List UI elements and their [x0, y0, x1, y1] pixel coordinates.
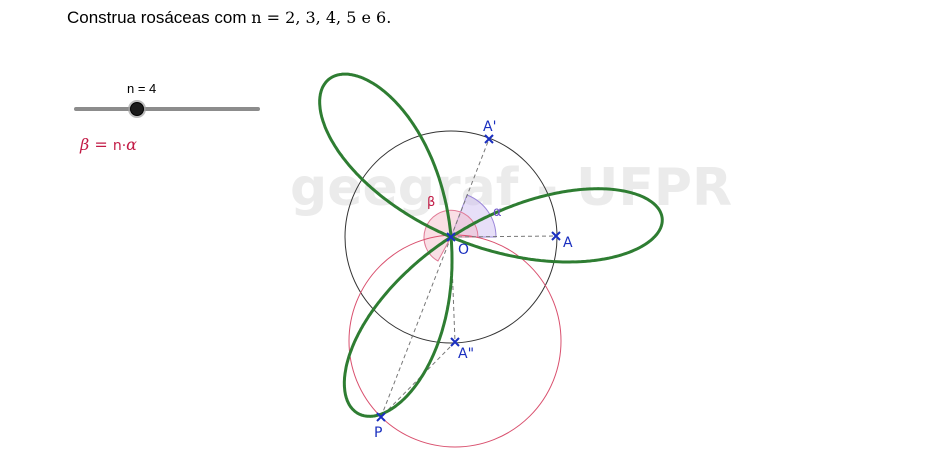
formula-alpha: α [126, 135, 137, 154]
beta-formula: β = n·α [80, 135, 137, 154]
label-P: P [374, 425, 382, 441]
label-A: A [563, 235, 573, 251]
points [376, 134, 561, 422]
n-slider-knob[interactable] [130, 102, 144, 116]
label-O: O [458, 242, 469, 258]
point-O-marker[interactable] [446, 232, 456, 242]
slider-label: n = 4 [127, 81, 157, 96]
formula-dot: · [121, 138, 127, 154]
point-P-marker[interactable] [376, 412, 386, 422]
point-A1-marker[interactable] [484, 134, 494, 144]
formula-n: n [112, 138, 122, 154]
label-alpha: α [493, 205, 502, 220]
watermark: geegraf - UFPR [290, 158, 732, 218]
point-A-marker[interactable] [551, 231, 561, 241]
alpha-sector [450, 194, 497, 238]
label-A2: A" [458, 346, 474, 362]
label-beta: β [427, 195, 435, 210]
instruction-prefix: Construa rosáceas com [67, 8, 252, 27]
n-slider-track[interactable] [74, 107, 260, 111]
formula-lhs: β = [80, 135, 113, 154]
line-OA [450, 235, 557, 238]
label-A1: A' [483, 119, 496, 135]
instruction-math: n = 2, 3, 4, 5 e 6. [251, 8, 392, 27]
instruction-text: Construa rosáceas com n = 2, 3, 4, 5 e 6… [67, 8, 391, 28]
point-A2-marker[interactable] [450, 337, 460, 347]
line-OA1 [450, 138, 490, 238]
rose-curve [318, 72, 664, 418]
line-A2P [380, 341, 456, 418]
